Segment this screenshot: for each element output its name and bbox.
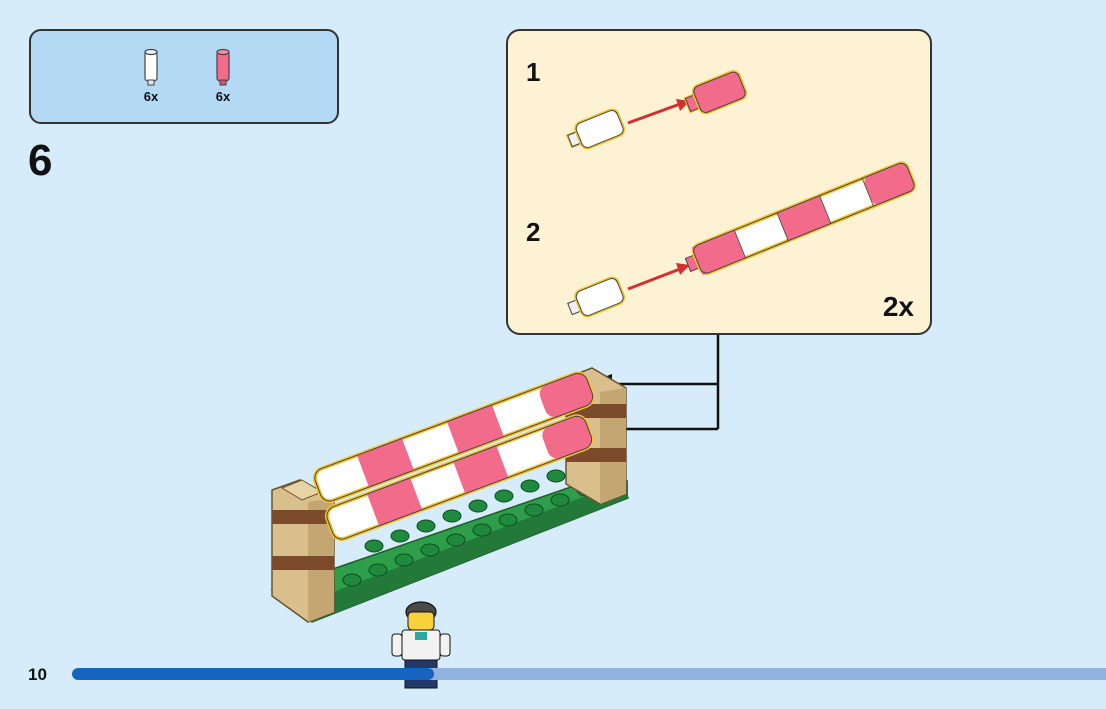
left-tan-post (271, 479, 335, 623)
build-multiplier: 2x (882, 291, 914, 322)
pink-bar-holder-icon (216, 48, 230, 86)
part-qty: 6x (215, 89, 231, 104)
parts-list-box: 6x 6x (29, 29, 339, 124)
part-white-bar-holder: 6x (131, 47, 171, 104)
progress-bar-fill (72, 668, 434, 680)
minifigure (391, 601, 451, 689)
progress-bar (72, 668, 1106, 680)
callout-illustration (565, 70, 917, 318)
pink-piece-illustration (683, 70, 748, 115)
substep-number-2: 2 (526, 217, 541, 247)
arrow-red-1 (627, 102, 681, 125)
part-qty: 6x (143, 89, 159, 104)
substep-number-1: 1 (526, 57, 541, 87)
part-pink-bar-holder: 6x (203, 47, 243, 104)
lower-striped-bar (324, 414, 594, 542)
callout-box: 1 2 2x (506, 29, 932, 335)
step-number: 6 (28, 136, 53, 185)
white-piece-illustration-2 (567, 276, 626, 318)
upper-striped-bar (312, 371, 595, 504)
white-bar-holder-icon (144, 48, 158, 86)
striped-bar-illustration (684, 161, 917, 276)
arrow-red-2 (627, 267, 681, 291)
page-number: 10 (28, 665, 47, 684)
arrowhead-icon (676, 263, 690, 275)
white-piece-illustration (565, 108, 626, 150)
